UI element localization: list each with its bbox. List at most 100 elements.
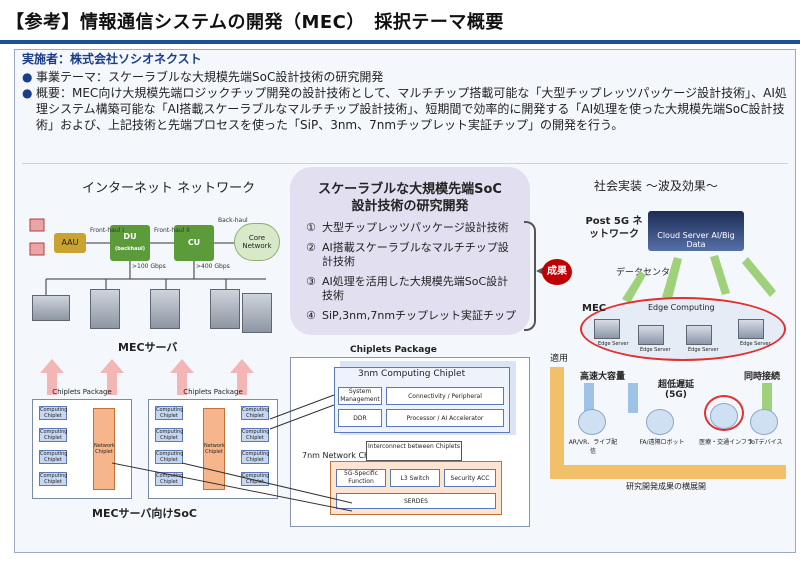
topic-text: 大型チップレッツパッケージ設計技術 — [322, 221, 509, 234]
edge-server-icon — [686, 325, 712, 345]
bullet-icon: ● — [22, 70, 33, 84]
computing-chiplet: Computing Chiplet — [155, 428, 184, 442]
arrow-stem — [107, 373, 117, 395]
edge-server-icon — [738, 319, 764, 339]
cp-title: Chiplets Package — [350, 345, 437, 355]
social-implementation-title: 社会実装 ～波及効果～ — [594, 179, 718, 193]
system-management-cell: System Management — [338, 387, 382, 405]
overview-text: 概要：MEC向け大規模先端ロジックチップ開発の設計技術として、マルチチップ搭載可… — [36, 86, 787, 132]
network-chiplet: Network Chiplet — [93, 408, 115, 490]
latency1-label: >100 Gbps — [132, 263, 166, 270]
chiplet-package-2: Chiplets Package Computing Chiplet Compu… — [148, 388, 278, 499]
research-panel — [290, 167, 530, 335]
cc3-title: 3nm Computing Chiplet — [358, 369, 466, 379]
theme-text: 事業テーマ：スケーラブルな大規模先端SoC設計技術の研究開発 — [36, 70, 384, 84]
computing-chiplet: Computing Chiplet — [241, 450, 270, 464]
du-node: DU (backhaul) — [110, 225, 150, 261]
mec-soc-label: MECサーバ向けSoC — [92, 507, 197, 520]
robot-icon — [646, 409, 674, 435]
computing-chiplet: Computing Chiplet — [39, 406, 68, 420]
low-latency-label: 超低遅延 (5G) — [657, 380, 694, 400]
ar-vr-icon — [578, 409, 606, 435]
arrow-stem — [237, 373, 247, 395]
topic-text: SiP,3nm,7nmチップレット実証チップ — [322, 309, 517, 322]
computing-chiplet: Computing Chiplet — [241, 428, 270, 442]
research-title-line1: スケーラブルな大規模先端SoC — [318, 182, 502, 197]
fronthaul1-label: Front-haul I — [90, 227, 124, 234]
title-bar: 【参考】情報通信システムの開発（MEC） 採択テーマ概要 — [0, 0, 800, 44]
cloud-server: Cloud Server AI/Big Data — [648, 211, 744, 251]
core-network-cloud: Core Network — [234, 223, 280, 261]
computing-chiplet: Computing Chiplet — [241, 472, 270, 486]
edge-server-label: Edge Server — [740, 341, 771, 347]
edge-computing-label: Edge Computing — [648, 303, 715, 312]
latency2-label: >400 Gbps — [196, 263, 230, 270]
down-arrow-icon — [584, 383, 594, 413]
mec-label: MEC — [582, 303, 607, 314]
server-icon — [90, 289, 120, 329]
result-badge: 成果 — [542, 259, 572, 285]
page-title: 【参考】情報通信システムの開発（MEC） 採択テーマ概要 — [6, 12, 504, 33]
computing-chiplet: Computing Chiplet — [39, 428, 68, 442]
app-label: FA/遠隔ロボット — [639, 439, 685, 446]
computing-chiplet: Computing Chiplet — [241, 406, 270, 420]
bullet-icon: ● — [22, 86, 33, 100]
cu-node: CU — [174, 225, 214, 261]
l3-switch-cell: L3 Switch — [390, 469, 440, 487]
orange-path-vertical — [550, 367, 564, 477]
server-row — [26, 255, 278, 333]
du-sub: (backhaul) — [114, 246, 146, 252]
edge-server-icon — [638, 325, 664, 345]
edge-server-label: Edge Server — [640, 347, 671, 353]
arrow-stem — [47, 373, 57, 395]
server-icon — [242, 293, 272, 333]
fronthaul2-label: Front-haul II — [154, 227, 190, 234]
server-icon — [32, 295, 70, 321]
app-label: 医療・交通インフラ — [699, 439, 753, 446]
nm7-label: 7nm Network Chiplet — [302, 451, 387, 460]
topic-num: ④ — [306, 309, 316, 322]
topic-text: AI処理を活用した大規模先端SoC設計技術 — [322, 275, 509, 302]
edge-server-label: Edge Server — [688, 347, 719, 353]
up-arrow-icon — [230, 359, 254, 373]
topic-num: ③ — [306, 275, 316, 288]
chiplet-package-1: Chiplets Package Computing Chiplet Compu… — [32, 388, 132, 499]
diagram: インターネット ネットワーク AAU DU (backhaul) CU Core… — [22, 163, 788, 547]
package-title: Chiplets Package — [183, 388, 243, 396]
summary-section: 実施者：株式会社ソシオネクスト ● 事業テーマ：スケーラブルな大規模先端SoC設… — [22, 51, 788, 151]
ddr-cell: DDR — [338, 409, 382, 427]
interconnect-cell: Interconnect between Chiplets — [366, 441, 462, 461]
5g-function-cell: 5G-Specific Function — [336, 469, 386, 487]
security-cell: Security ACC — [444, 469, 496, 487]
serdes-cell: SERDES — [336, 493, 496, 509]
post5g-label: Post 5G ネットワーク — [585, 216, 643, 240]
iot-device-icon — [750, 409, 778, 435]
network-title: インターネット ネットワーク — [82, 181, 256, 196]
medical-icon — [710, 403, 738, 429]
down-arrow-icon — [762, 383, 772, 413]
computing-chiplet: Computing Chiplet — [155, 406, 184, 420]
mec-server-label: MECサーバ — [118, 341, 178, 354]
connectivity-cell: Connectivity / Peripheral — [386, 387, 504, 405]
deploy-label: 研究開発成果の横展開 — [626, 482, 706, 491]
theme-row: ● 事業テーマ：スケーラブルな大規模先端SoC設計技術の研究開発 — [22, 69, 788, 85]
app-label: IoTデバイス — [749, 439, 783, 446]
aau-node: AAU — [54, 233, 86, 253]
topic-item: ③ AI処理を活用した大規模先端SoC設計技術 — [306, 275, 518, 303]
research-title-line2: 設計技術の研究開発 — [351, 199, 469, 214]
overview-row: ● 概要：MEC向け大規模先端ロジックチップ開発の設計技術として、マルチチップ搭… — [22, 85, 788, 133]
package-title: Chiplets Package — [52, 388, 112, 396]
computing-chiplet: Computing Chiplet — [155, 450, 184, 464]
backhaul-label: Back-haul — [218, 217, 248, 224]
network-lines — [29, 218, 266, 295]
datacenter-label: データセンター — [616, 268, 680, 278]
orange-path-horizontal — [550, 465, 786, 479]
apply-label: 適用 — [550, 354, 569, 364]
network-diagram: AAU DU (backhaul) CU Core Network Front-… — [26, 199, 280, 319]
research-title: スケーラブルな大規模先端SoC 設計技術の研究開発 — [290, 181, 530, 215]
down-arrow-icon — [628, 383, 638, 413]
server-icon — [150, 289, 180, 329]
